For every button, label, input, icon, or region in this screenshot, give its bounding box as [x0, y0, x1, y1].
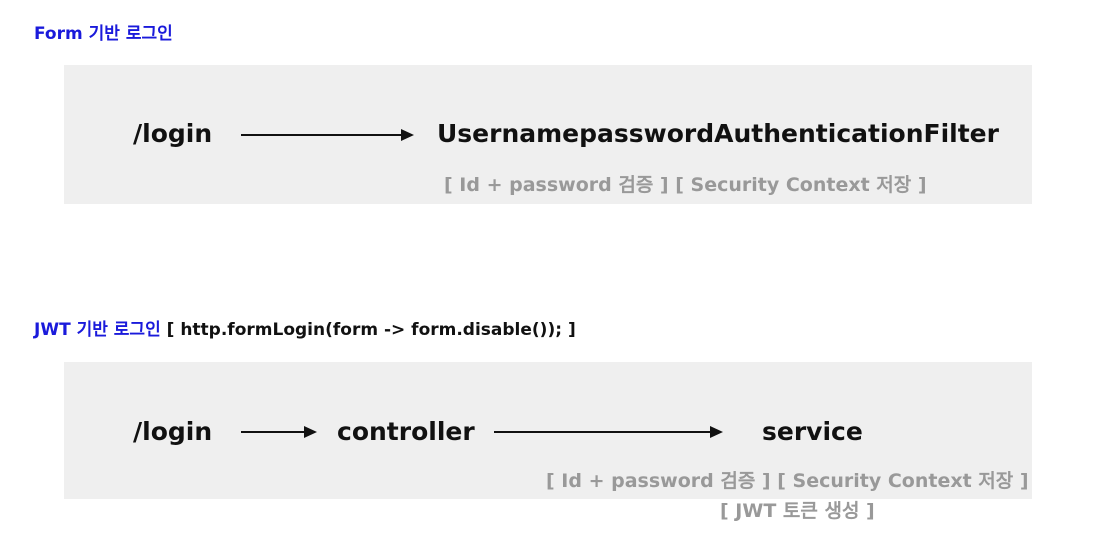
jwt-login-diagram-panel [64, 362, 1032, 499]
form-login-arrow-to-filter [241, 129, 414, 141]
jwt-login-arrow-to-service [494, 426, 723, 438]
form-login-diagram-panel [64, 65, 1032, 204]
jwt-login-heading-text: JWT 기반 로그인 [34, 320, 161, 340]
jwt-login-arrow-to-controller [241, 426, 317, 438]
jwt-login-node-controller: controller [337, 417, 475, 446]
form-login-node-login: /login [133, 119, 213, 148]
jwt-login-heading: JWT 기반 로그인 [ http.formLogin(form -> form… [34, 315, 576, 340]
form-login-heading: Form 기반 로그인 [34, 19, 173, 44]
jwt-login-node-service: service [762, 417, 863, 446]
jwt-login-heading-code: [ http.formLogin(form -> form.disable())… [166, 320, 576, 340]
form-login-heading-text: Form 기반 로그인 [34, 24, 173, 44]
form-login-node-filter: UsernamepasswordAuthenticationFilter [437, 119, 999, 148]
form-login-filter-note: [ Id + password 검증 ] [ Security Context … [444, 174, 927, 196]
jwt-login-service-note-line2: [ JWT 토큰 생성 ] [720, 500, 875, 522]
jwt-login-service-note-line1: [ Id + password 검증 ] [ Security Context … [546, 470, 1029, 492]
jwt-login-node-login: /login [133, 417, 213, 446]
